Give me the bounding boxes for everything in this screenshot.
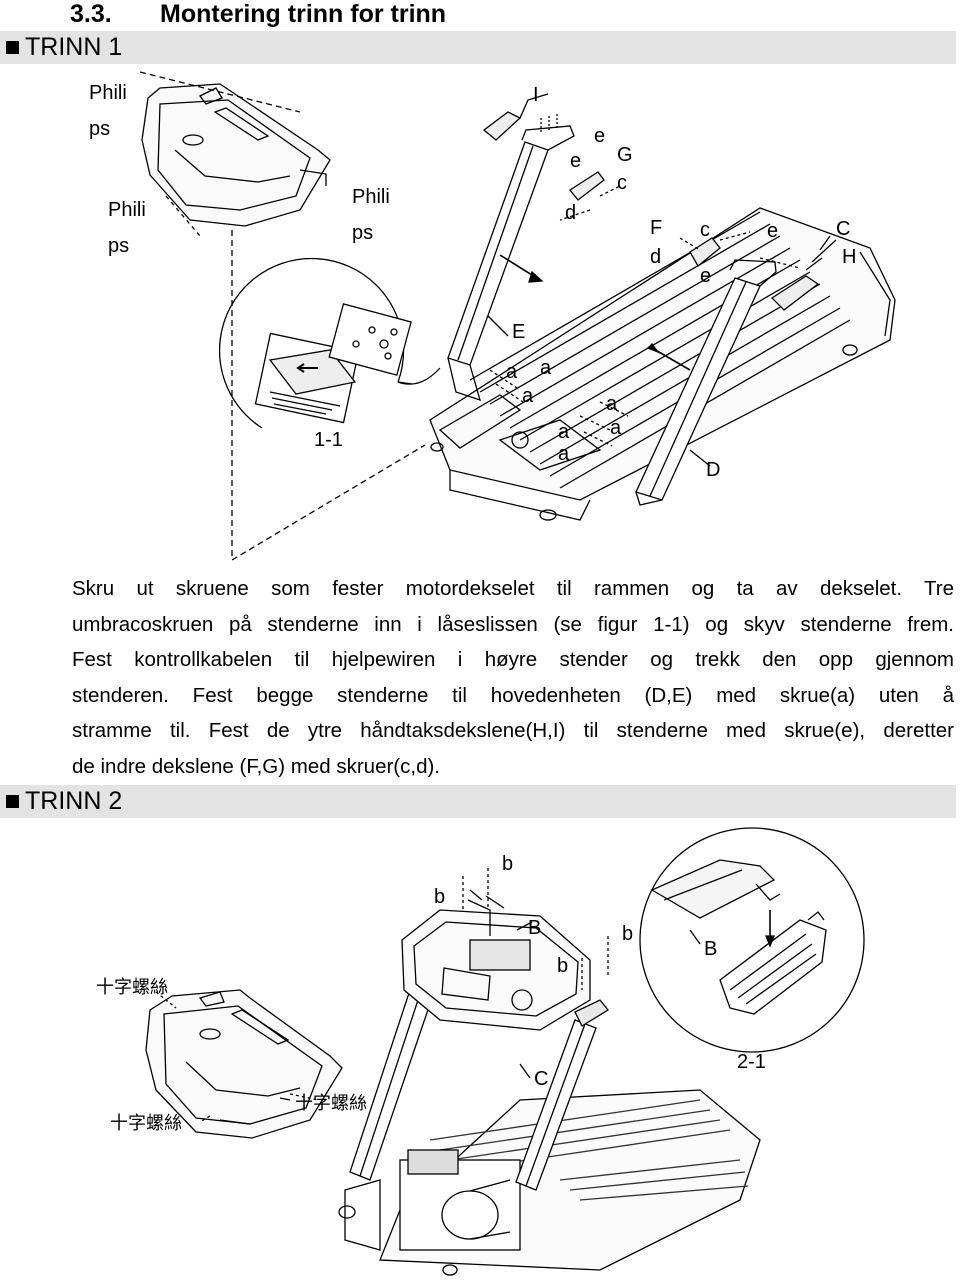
label-a1: a	[540, 357, 552, 379]
section-number: 3.3.	[70, 0, 112, 28]
detail-circle-1-1	[218, 257, 441, 429]
label-e1: e	[594, 125, 605, 147]
label-c: C	[836, 218, 850, 240]
instruction-line: Skru ut skruene som fester motordekselet…	[72, 577, 954, 600]
label-b3: b	[622, 923, 633, 945]
cover-f-illustration	[689, 237, 721, 267]
step-2-header: TRINN 2	[0, 785, 956, 818]
upright-d-illustration	[635, 259, 777, 506]
step-1-label: TRINN 1	[25, 33, 123, 61]
instruction-line: stenderen. Fest begge stenderne til hove…	[72, 683, 954, 707]
figure-1-drawing: Phili ps Phili ps Phili ps I e e G c d F…	[89, 71, 896, 562]
label-cross-screw-1: 十字螺絲	[96, 977, 168, 998]
label-a2: a	[506, 361, 518, 383]
label-b-upper1: B	[528, 917, 541, 939]
console-top-illustration	[401, 889, 591, 1031]
console-cover-illustration	[141, 83, 331, 227]
label-a3: a	[522, 385, 534, 407]
instruction-line: umbracoskruen på stenderne inn i låsesli…	[72, 612, 954, 636]
label-cross-screw-3: 十字螺絲	[110, 1113, 182, 1134]
label-a6: a	[610, 417, 622, 439]
step-2-label: TRINN 2	[25, 787, 123, 815]
instruction-line: Fest kontrollkabelen til hjelpewiren i h…	[72, 648, 954, 671]
label-c: C	[534, 1068, 548, 1090]
label-a5: a	[558, 421, 570, 443]
figure-step-2: b b b b B B C 2-1 十字螺絲 十字螺絲 十字螺絲	[0, 820, 960, 1281]
label-phili-3a: Phili	[352, 186, 390, 208]
cover-g-illustration	[569, 171, 605, 201]
label-phili-2b: ps	[108, 235, 129, 257]
detail-circle-2-1	[639, 827, 865, 1053]
label-cross-screw-2: 十字螺絲	[295, 1093, 367, 1114]
label-b-upper2: B	[704, 938, 717, 960]
bullet-square-icon	[6, 40, 19, 54]
label-e4: e	[700, 265, 711, 287]
label-b4: b	[557, 955, 568, 977]
section-title: Montering trinn for trinn	[160, 0, 447, 28]
upright-e-illustration	[447, 125, 575, 402]
label-f: F	[650, 217, 662, 239]
section-heading: 3.3. Montering trinn for trinn	[70, 0, 446, 28]
instruction-line: de indre dekslene (F,G) med skruer(c,d).	[72, 754, 440, 778]
label-c2: c	[700, 219, 710, 241]
label-g: G	[617, 144, 633, 166]
label-i: I	[533, 84, 539, 106]
label-e2: e	[570, 150, 581, 172]
label-d2: d	[650, 246, 661, 268]
label-b1: b	[502, 853, 513, 875]
bullet-square-icon	[6, 794, 19, 808]
label-a4: a	[606, 393, 618, 415]
label-phili-3b: ps	[352, 222, 373, 244]
label-phili-2a: Phili	[108, 199, 146, 221]
instructions-paragraph: Skru ut skruene som fester motordekselet…	[72, 571, 954, 784]
instruction-line: stramme til. Fest de ytre håndtaksdeksle…	[72, 719, 954, 742]
console-cover-illustration	[145, 989, 343, 1139]
label-d1: d	[565, 202, 576, 224]
label-d: D	[706, 459, 720, 481]
label-a7: a	[558, 443, 570, 465]
label-e: E	[512, 321, 525, 343]
label-detail-2-1: 2-1	[737, 1051, 766, 1073]
label-phili-1a: Phili	[89, 82, 127, 104]
cover-i-illustration	[482, 111, 522, 141]
figure-step-1: Phili ps Phili ps Phili ps I e e G c d F…	[0, 64, 960, 564]
label-e3: e	[767, 220, 778, 242]
label-c1: c	[617, 172, 627, 194]
label-h: H	[842, 246, 856, 268]
label-b2: b	[434, 886, 445, 908]
figure-2-drawing: b b b b B B C 2-1 十字螺絲 十字螺絲 十字螺絲	[96, 827, 865, 1276]
label-phili-1b: ps	[89, 118, 110, 140]
cover-h-illustration	[770, 275, 820, 311]
treadmill-assembled-illustration	[338, 1089, 761, 1276]
step-1-header: TRINN 1	[0, 31, 956, 64]
label-detail-1-1: 1-1	[314, 429, 343, 451]
